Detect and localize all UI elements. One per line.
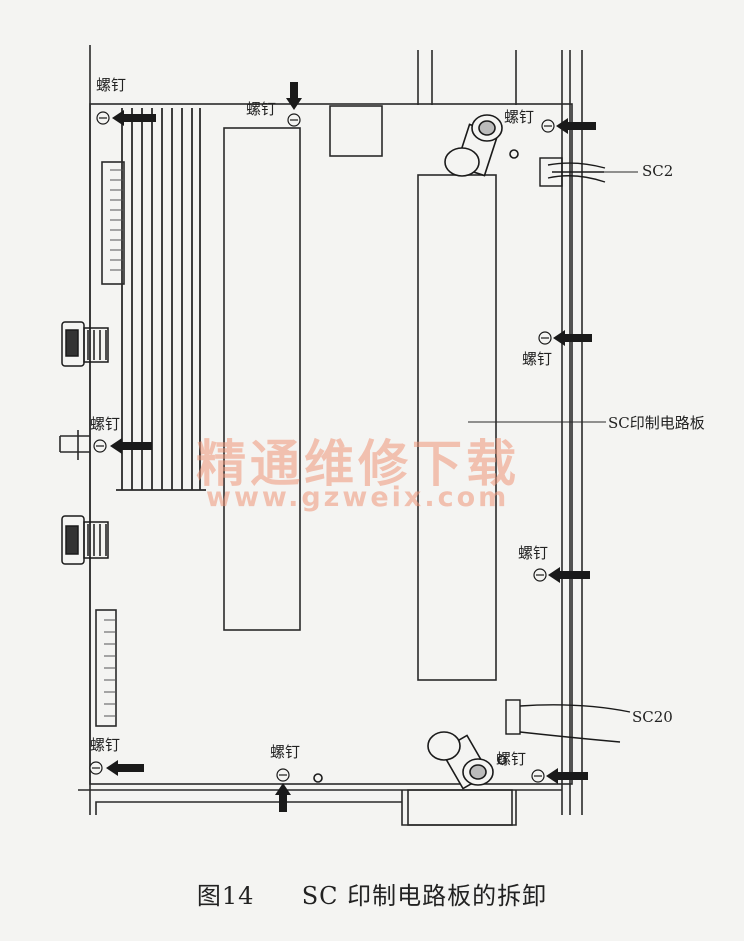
screw-icon-bottom-right: [531, 769, 545, 783]
sc2-connector: [539, 157, 606, 187]
screw-label-right-upper: 螺钉: [522, 350, 553, 368]
arrow-right-lower: [548, 567, 590, 583]
sc20-connector: [505, 699, 631, 743]
callout-sc2: SC2: [642, 162, 674, 180]
screw-icon-right-upper: [538, 331, 552, 345]
screw-icon-top-right: [541, 119, 555, 133]
memory-slot-left: [223, 127, 301, 631]
arrow-top-center: [286, 82, 302, 110]
arrow-top-right: [556, 118, 596, 134]
screw-label-bottom-center: 螺钉: [270, 743, 301, 761]
screw-label-bottom-left: 螺钉: [90, 736, 121, 754]
screw-label-top-left: 螺钉: [96, 76, 127, 94]
screw-label-top-center: 螺钉: [246, 100, 277, 118]
heatsink-fins: [116, 108, 206, 491]
arrow-left-middle: [110, 438, 152, 454]
screw-label-left-middle: 螺钉: [90, 415, 121, 433]
arrow-bottom-left: [106, 760, 144, 776]
sc-pcb-outline: [89, 103, 573, 785]
capacitor-bottom: [313, 731, 507, 790]
figure-caption: 图14 SC 印制电路板的拆卸: [0, 876, 744, 911]
figure-number: 图14: [196, 882, 255, 910]
screw-icon-bottom-center: [276, 768, 290, 782]
callout-sc20: SC20: [632, 708, 673, 726]
edge-connector-pins: [104, 169, 124, 717]
side-connector-upper: [61, 321, 109, 367]
arrow-right-upper: [553, 330, 592, 346]
screw-label-right-lower: 螺钉: [518, 544, 549, 562]
screw-icon-bottom-left: [89, 761, 103, 775]
callout-sc-board: SC印制电路板: [608, 414, 705, 432]
left-edge-connector-top: [101, 161, 125, 285]
screw-label-top-right: 螺钉: [504, 108, 535, 126]
watermark-text: 精通维修下载: [196, 435, 520, 493]
watermark-url: www.gzweix.com: [206, 482, 510, 513]
arrow-bottom-right: [546, 768, 588, 784]
screw-icon-left-middle: [93, 439, 107, 453]
screw-icon-top-left: [96, 111, 110, 125]
screw-icon-right-lower: [533, 568, 547, 582]
left-side-notch: [59, 435, 90, 453]
figure-title: SC 印制电路板的拆卸: [301, 882, 548, 910]
arrow-bottom-center: [275, 783, 291, 812]
screw-label-bottom-right: 螺钉: [496, 750, 527, 768]
capacitor-top: [444, 114, 519, 177]
side-connector-lower: [61, 515, 109, 565]
top-connector-block: [329, 105, 383, 157]
arrow-top-left: [112, 110, 156, 126]
bottom-connector: [407, 789, 513, 826]
screw-icon-top-center: [287, 113, 301, 127]
chassis-bottom-tray: [78, 789, 562, 826]
